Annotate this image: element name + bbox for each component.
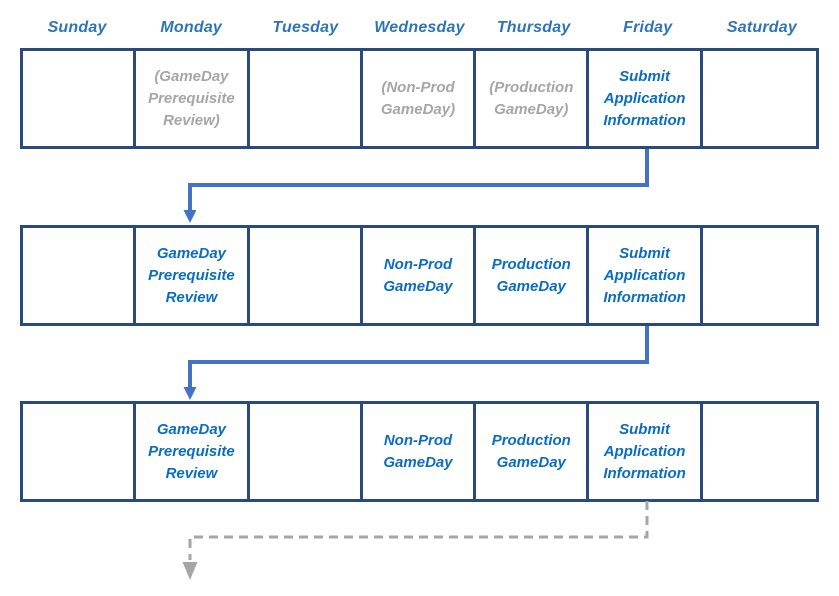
cell-week-2-tuesday	[250, 228, 363, 323]
arrow-week3-friday-to-next-icon	[182, 501, 649, 580]
cell-week-2-thursday: Production GameDay	[476, 228, 590, 323]
cell-week-1-saturday	[703, 51, 816, 146]
cell-label: Non-Prod GameDay	[383, 431, 453, 471]
cell-week-3-wednesday: Non-Prod GameDay	[363, 404, 477, 499]
cell-week-3-saturday	[703, 404, 816, 499]
cell-label: Submit Application Information	[603, 244, 686, 306]
cell-label: Submit Application Information	[603, 420, 686, 482]
cell-week-3-tuesday	[250, 404, 363, 499]
cell-label: Production GameDay	[491, 255, 571, 295]
cell-week-1-thursday: (Production GameDay)	[476, 51, 590, 146]
cell-week-3-sunday	[23, 404, 137, 499]
cell-week-3-friday: Submit Application Information	[589, 404, 703, 499]
day-header-tuesday: Tuesday	[272, 19, 339, 36]
cell-week-1-tuesday	[250, 51, 363, 146]
cell-week-2-saturday	[703, 228, 816, 323]
cell-label: (Non-Prod GameDay)	[380, 78, 456, 118]
cell-week-2-sunday	[23, 228, 137, 323]
cell-label: Production GameDay	[491, 431, 571, 471]
week-row-1: (GameDay Prerequisite Review) (Non-Prod G…	[20, 48, 819, 149]
day-header-row: Sunday Monday Tuesday Wednesday Thursday Frid…	[20, 14, 819, 42]
cell-week-1-monday: (GameDay Prerequisite Review)	[136, 51, 250, 146]
cell-label: Non-Prod GameDay	[383, 255, 453, 295]
cell-label: GameDay Prerequisite Review	[148, 244, 235, 306]
cell-week-2-wednesday: Non-Prod GameDay	[363, 228, 477, 323]
cell-week-1-wednesday: (Non-Prod GameDay)	[363, 51, 477, 146]
cell-week-2-friday: Submit Application Information	[589, 228, 703, 323]
cell-week-1-sunday	[23, 51, 137, 146]
day-header-saturday: Saturday	[726, 19, 797, 36]
cell-label: (Production GameDay)	[489, 78, 574, 118]
day-header-monday: Monday	[160, 19, 223, 36]
week-row-2: GameDay Prerequisite Review Non-Prod Game…	[20, 225, 819, 326]
cell-label: Submit Application Information	[603, 67, 686, 129]
cell-week-1-friday: Submit Application Information	[589, 51, 703, 146]
cell-week-3-thursday: Production GameDay	[476, 404, 590, 499]
arrow-week2-friday-to-week3-monday-icon	[183, 326, 649, 400]
cell-week-3-monday: GameDay Prerequisite Review	[136, 404, 250, 499]
week-row-3: GameDay Prerequisite Review Non-Prod Game…	[20, 401, 819, 502]
cell-label: (GameDay Prerequisite Review)	[148, 67, 235, 129]
cell-week-2-monday: GameDay Prerequisite Review	[136, 228, 250, 323]
arrow-week1-friday-to-week2-monday-icon	[183, 149, 649, 223]
day-header-wednesday: Wednesday	[374, 19, 465, 36]
day-header-thursday: Thursday	[496, 19, 571, 36]
cell-label: GameDay Prerequisite Review	[148, 420, 235, 482]
day-header-sunday: Sunday	[47, 19, 107, 36]
day-header-friday: Friday	[623, 19, 673, 36]
